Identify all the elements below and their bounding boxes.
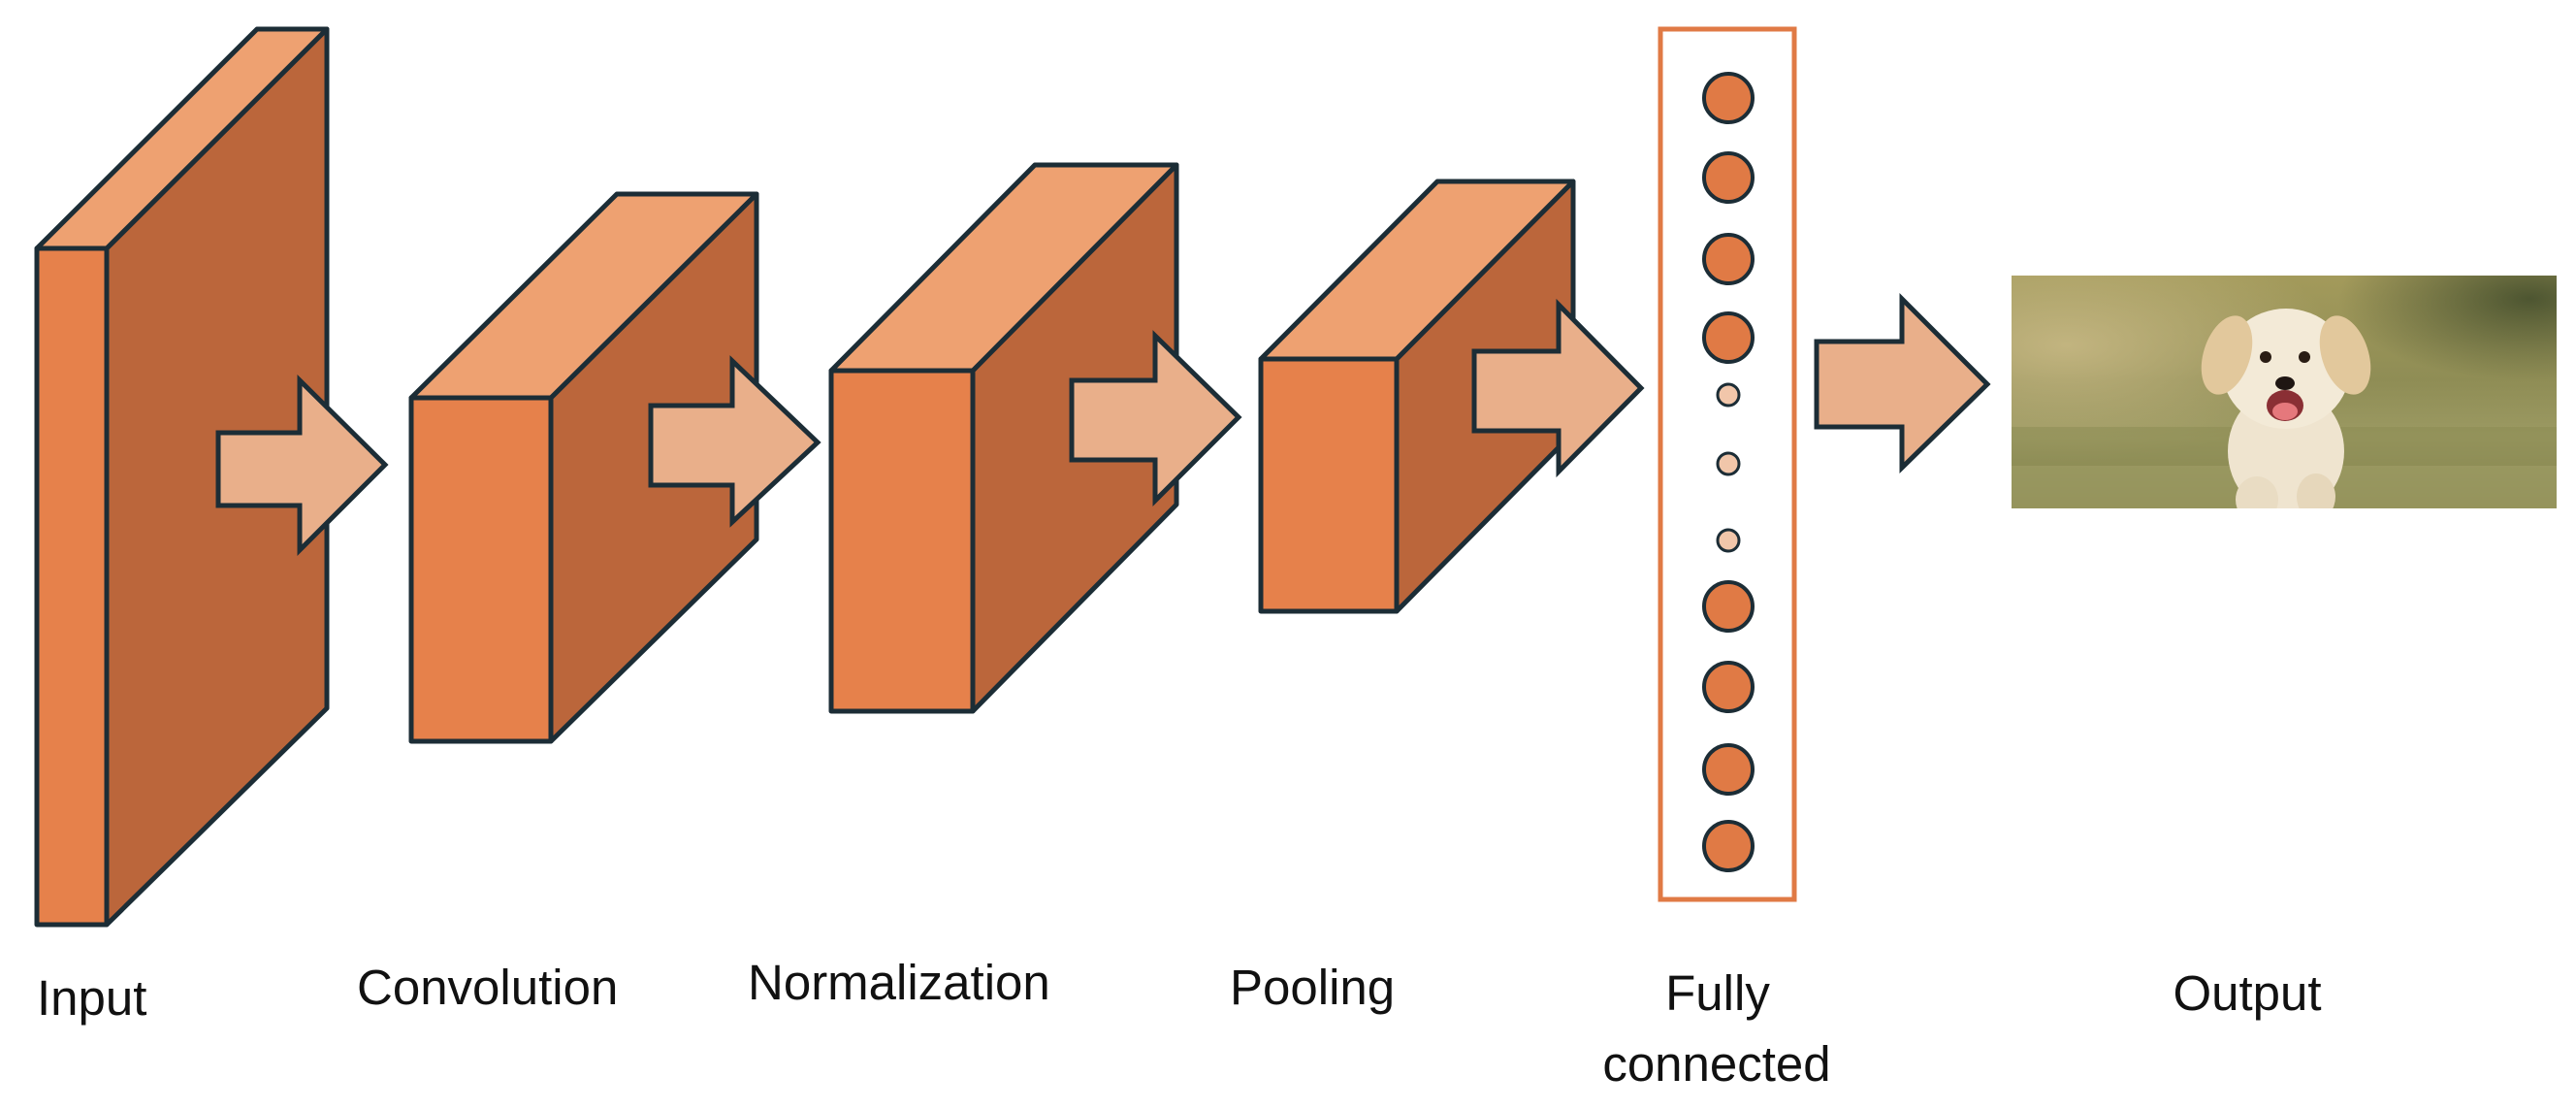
fully-connected-label-line1: Fully [1665, 965, 1770, 1021]
puppy-figure [2201, 309, 2371, 508]
input-block-front [34, 245, 110, 928]
fully-connected-label-line2: connected [1602, 1036, 1830, 1092]
output-image [2012, 276, 2557, 508]
output-label: Output [2173, 965, 2321, 1021]
neuron [1702, 743, 1755, 796]
neuron [1702, 820, 1755, 872]
neuron [1702, 72, 1755, 124]
normalization-label: Normalization [748, 955, 1050, 1010]
input-arrow [215, 375, 389, 557]
convolution-block-front [408, 395, 554, 744]
input-label: Input [37, 970, 146, 1026]
neuron-ellipsis-dot [1716, 528, 1741, 553]
pooling-block-front [1258, 356, 1400, 614]
fully-connected-neurons [1702, 72, 1755, 872]
neuron [1702, 580, 1755, 633]
neuron [1702, 311, 1755, 364]
neuron-ellipsis-dot [1716, 451, 1741, 476]
convolution-label: Convolution [357, 960, 618, 1015]
pooling-label: Pooling [1230, 960, 1395, 1015]
fully-connected-box [1658, 26, 1797, 902]
normalization-block-front [828, 368, 976, 714]
normalization-arrow [1069, 330, 1242, 507]
neuron [1702, 233, 1755, 285]
output-arrow [1814, 292, 1991, 473]
convolution-arrow [648, 355, 821, 528]
neuron-ellipsis-dot [1716, 382, 1741, 408]
convolution-block [408, 191, 759, 744]
neuron [1702, 661, 1755, 713]
neuron [1702, 151, 1755, 204]
pooling-arrow [1471, 298, 1645, 478]
